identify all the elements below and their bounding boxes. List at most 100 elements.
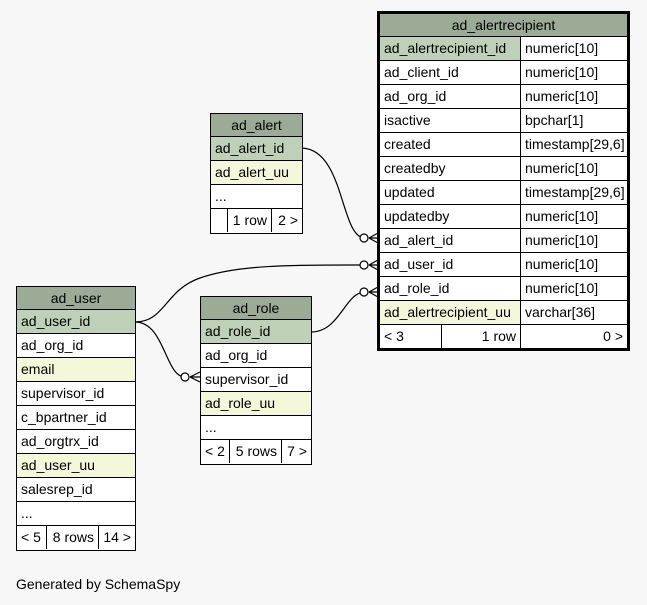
column-row[interactable]: c_bpartner_id — [17, 406, 135, 430]
column-type: bpchar[1] — [525, 112, 584, 128]
column-row[interactable]: ad_user_id — [17, 310, 135, 334]
column-name: ad_alertrecipient_id — [380, 37, 521, 60]
column-row[interactable]: ad_org_id — [201, 344, 311, 368]
column-type: numeric[10] — [525, 256, 599, 272]
column-row: ... — [211, 185, 302, 209]
column-name: updatedby — [380, 205, 521, 228]
column-row[interactable]: ad_alert_id — [211, 137, 302, 161]
link-role — [310, 291, 366, 333]
column-name: supervisor_id — [21, 385, 105, 401]
column-row: ... — [201, 416, 311, 440]
column-row[interactable]: ad_org_id — [17, 334, 135, 358]
column-name: updated — [380, 181, 521, 204]
column-name: createdby — [380, 157, 521, 180]
column-type: numeric[10] — [525, 232, 599, 248]
column-name: c_bpartner_id — [21, 409, 107, 425]
table-footer: < 2 5 rows 7 > — [201, 440, 311, 464]
column-name: ad_user_id — [380, 253, 521, 276]
column-name: ad_role_uu — [201, 392, 311, 415]
parents-count[interactable]: < 3 — [380, 325, 442, 348]
table-footer: < 5 8 rows 14 > — [17, 526, 135, 550]
link-role-end — [359, 287, 369, 297]
column-name: ... — [215, 188, 227, 204]
column-type: numeric[10] — [525, 40, 599, 56]
parents-count — [211, 209, 228, 232]
table-header[interactable]: ad_user — [17, 287, 135, 310]
column-row[interactable]: ad_user_uu — [17, 454, 135, 478]
column-row[interactable]: supervisor_id — [201, 368, 311, 392]
table-header[interactable]: ad_alert — [211, 114, 302, 137]
column-name: ad_user_uu — [17, 454, 135, 477]
column-row[interactable]: ad_role_id — [201, 320, 311, 344]
children-count[interactable]: 0 > — [603, 328, 623, 344]
link-alert-end — [359, 233, 369, 243]
column-type: numeric[10] — [525, 88, 599, 104]
table-ad-user[interactable]: ad_user ad_user_id ad_org_id email super… — [16, 286, 136, 551]
generated-by-caption: Generated by SchemaSpy — [16, 576, 181, 592]
column-name: ad_org_id — [380, 85, 521, 108]
column-row: ... — [17, 502, 135, 526]
column-type: timestamp[29,6] — [525, 184, 625, 200]
column-name: ad_org_id — [21, 337, 84, 353]
column-name: ad_orgtrx_id — [21, 433, 99, 449]
children-count[interactable]: 2 > — [278, 212, 298, 228]
column-type: numeric[10] — [525, 160, 599, 176]
row-count: 8 rows — [47, 526, 99, 549]
column-name: ad_alert_id — [380, 229, 521, 252]
row-count: 5 rows — [230, 440, 282, 463]
parents-count[interactable]: < 2 — [201, 440, 230, 463]
column-type: numeric[10] — [525, 64, 599, 80]
column-row[interactable]: ad_role_uu — [201, 392, 311, 416]
table-ad-role[interactable]: ad_role ad_role_id ad_org_id supervisor_… — [200, 296, 312, 465]
table-footer: 1 row 2 > — [211, 209, 302, 233]
children-count[interactable]: 14 > — [103, 529, 131, 545]
column-type: numeric[10] — [525, 280, 599, 296]
table-header[interactable]: ad_role — [201, 297, 311, 320]
column-name: ad_org_id — [205, 347, 268, 363]
link-user — [134, 264, 366, 323]
column-type: numeric[10] — [525, 208, 599, 224]
children-count[interactable]: 7 > — [287, 443, 307, 459]
column-row[interactable]: email — [17, 358, 135, 382]
link-user-end — [359, 260, 369, 270]
column-name: ad_role_id — [201, 320, 311, 343]
row-count: 1 row — [442, 325, 521, 348]
column-name: supervisor_id — [205, 371, 289, 387]
column-name: salesrep_id — [21, 481, 93, 497]
column-name: ad_alert_id — [211, 137, 302, 160]
column-row[interactable]: salesrep_id — [17, 478, 135, 502]
column-row[interactable]: ad_alert_uu — [211, 161, 302, 185]
row-count: 1 row — [228, 209, 272, 232]
parents-count[interactable]: < 5 — [17, 526, 47, 549]
link-alert — [301, 147, 366, 239]
column-name: ad_alertrecipient_uu — [380, 301, 521, 324]
table-header[interactable]: ad_alertrecipient — [380, 14, 627, 37]
table-ad-alert[interactable]: ad_alert ad_alert_id ad_alert_uu ... 1 r… — [210, 113, 303, 234]
link-supervisor-end — [180, 372, 190, 382]
column-row[interactable]: supervisor_id — [17, 382, 135, 406]
column-name: created — [380, 133, 521, 156]
column-type: varchar[36] — [525, 304, 596, 320]
column-name: ad_alert_uu — [211, 161, 302, 184]
column-name: ad_user_id — [17, 310, 135, 333]
column-row[interactable]: ad_orgtrx_id — [17, 430, 135, 454]
column-type: timestamp[29,6] — [525, 136, 625, 152]
table-footer: < 3 1 row 0 > — [380, 325, 627, 349]
column-name: ad_client_id — [380, 61, 521, 84]
column-name: ad_role_id — [380, 277, 521, 300]
